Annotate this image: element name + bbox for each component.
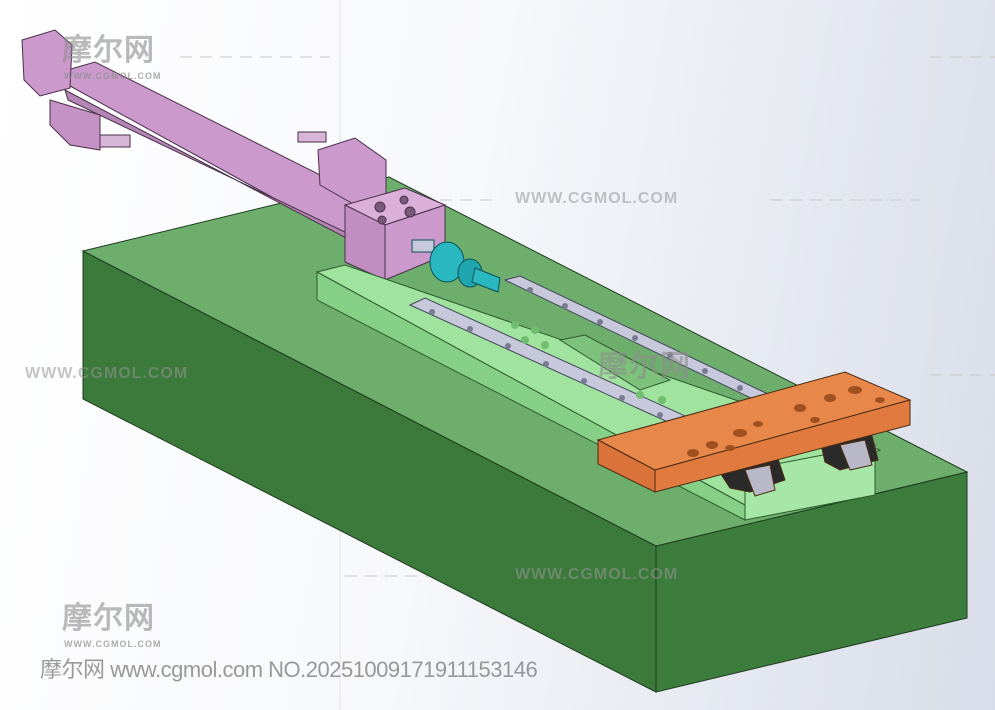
air-fitting-left (99, 134, 131, 148)
carriage-front (654, 399, 911, 493)
watermark-caption: 摩尔网 www.cgmol.com NO.2025100917191115314… (40, 657, 538, 682)
bolt-hole (404, 206, 416, 218)
watermark-url: WWW.CGMOL.COM (515, 566, 679, 583)
slider-carriage[interactable] (596, 371, 912, 497)
watermark-url: WWW.CGMOL.COM (25, 365, 189, 382)
cylinder-head (21, 29, 73, 97)
bolt-hole (399, 195, 409, 205)
air-fitting-right (297, 131, 327, 143)
cylinder-tube-shade (64, 89, 352, 242)
watermark-logo-sub: WWW.CGMOL.COM (64, 639, 162, 649)
plate-holes (511, 321, 666, 404)
watermark-logo-sub: WWW.CGMOL.COM (64, 71, 162, 81)
floating-joint-coupler[interactable] (411, 239, 501, 293)
bolt-hole (377, 215, 387, 225)
piston-rod (411, 239, 435, 253)
watermark-url: WWW.CGMOL.COM (515, 190, 679, 207)
coupler-rod (471, 267, 501, 293)
cylinder-mount-bracket (49, 99, 101, 151)
watermark-logo: 摩尔网 (62, 34, 155, 67)
watermark-logo: 摩尔网 (62, 602, 155, 635)
watermark-logo: 摩尔网 (598, 350, 691, 383)
carriage-holes (687, 386, 885, 457)
pneumatic-cylinder[interactable] (21, 29, 447, 281)
rail-holes (429, 287, 743, 418)
bolt-hole (374, 201, 386, 213)
plate-slot (558, 334, 672, 391)
